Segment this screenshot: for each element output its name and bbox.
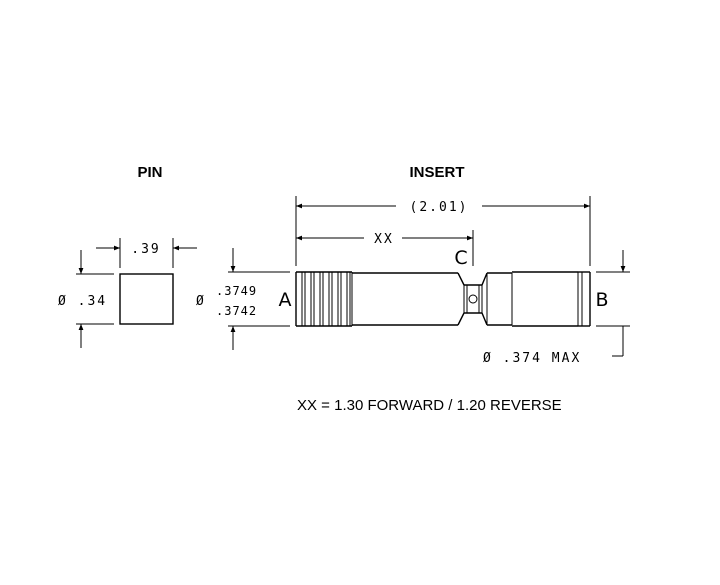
pin-length-label: .39 — [131, 242, 160, 257]
insert-diameter-dimension: Ø .3749 .3742 — [196, 248, 290, 350]
overall-length-label: (2.01) — [410, 200, 469, 215]
xx-dimension: XX — [296, 230, 474, 266]
pin-body — [119, 273, 174, 325]
pin-length-dimension: .39 — [96, 238, 197, 268]
overall-length-dimension: (2.01) — [295, 196, 591, 266]
pin-title: PIN — [137, 164, 162, 181]
pin-diameter-dimension: Ø .34 — [58, 250, 114, 348]
insert-diameter-symbol: Ø — [196, 294, 206, 309]
insert-diameter-lower: .3742 — [216, 304, 257, 318]
cross-hole — [468, 294, 478, 304]
label-c: C — [454, 247, 467, 269]
xx-label: XX — [374, 232, 394, 247]
label-a: A — [279, 289, 292, 311]
knurl-grooves — [301, 272, 351, 326]
max-diameter-label: Ø .374 MAX — [483, 351, 581, 366]
insert-diameter-upper: .3749 — [216, 284, 257, 298]
pin-diameter-label: Ø .34 — [58, 294, 107, 309]
xx-note: XX = 1.30 FORWARD / 1.20 REVERSE — [297, 397, 562, 414]
max-diameter-dimension: Ø .374 MAX — [483, 250, 630, 366]
insert-title: INSERT — [409, 164, 464, 181]
label-b: B — [595, 289, 608, 311]
insert-body — [295, 271, 591, 327]
